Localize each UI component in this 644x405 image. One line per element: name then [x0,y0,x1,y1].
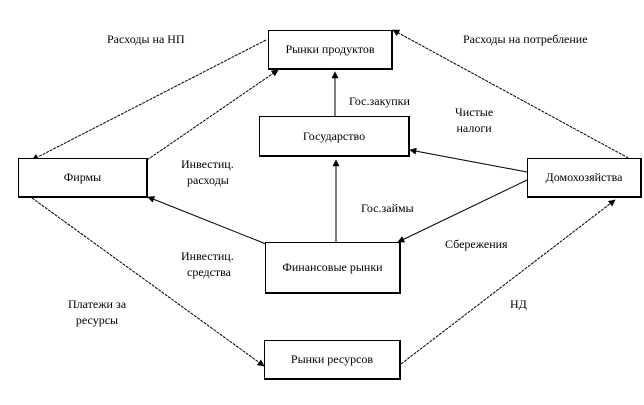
label-resource-payments-line-1: Платежи за [68,297,127,311]
label-invest-funds-line-2: средства [187,265,232,279]
label-gov-purchases: Гос.закупки [349,94,410,108]
arrow-product-markets-to-firms [31,39,267,161]
node-government: Государство [259,116,410,157]
label-national-income: НД [510,297,527,311]
label-invest-funds-line-1: Инвестиц. [181,249,234,263]
label-invest-funds: Инвестиц. средства [181,248,234,280]
label-invest-expenses: Инвестиц. расходы [181,156,234,188]
node-households: Домохозяйства [527,158,642,198]
arrow-households-to-financial [397,179,528,243]
node-resource-markets: Рынки ресурсов [264,340,401,380]
label-resource-payments: Платежи за ресурсы [68,296,126,328]
label-invest-expenses-line-2: расходы [187,173,229,187]
node-financial-markets: Финансовые рынки [265,242,401,294]
arrow-financial-to-firms [147,196,267,245]
arrow-households-to-product-markets [392,29,633,161]
arrow-firms-to-resource-markets [31,197,265,367]
label-savings: Сбережения [445,237,508,251]
label-net-taxes: Чистые налоги [455,104,493,136]
arrow-households-to-government [409,147,528,173]
arrow-firms-to-product-markets [146,69,279,161]
label-gov-loans: Гос.займы [361,201,414,215]
label-consumer-spending: Расходы на потребление [463,32,588,46]
label-net-taxes-line-2: налоги [456,121,492,135]
label-net-taxes-line-1: Чистые [455,105,494,119]
label-resource-payments-line-2: ресурсы [75,313,119,327]
label-firm-expenses: Расходы на НП [107,32,185,46]
node-product-markets: Рынки продуктов [268,30,393,70]
label-invest-expenses-line-1: Инвестиц. [181,157,234,171]
node-firms: Фирмы [18,158,148,198]
arrow-resource-markets-to-households [400,199,616,365]
